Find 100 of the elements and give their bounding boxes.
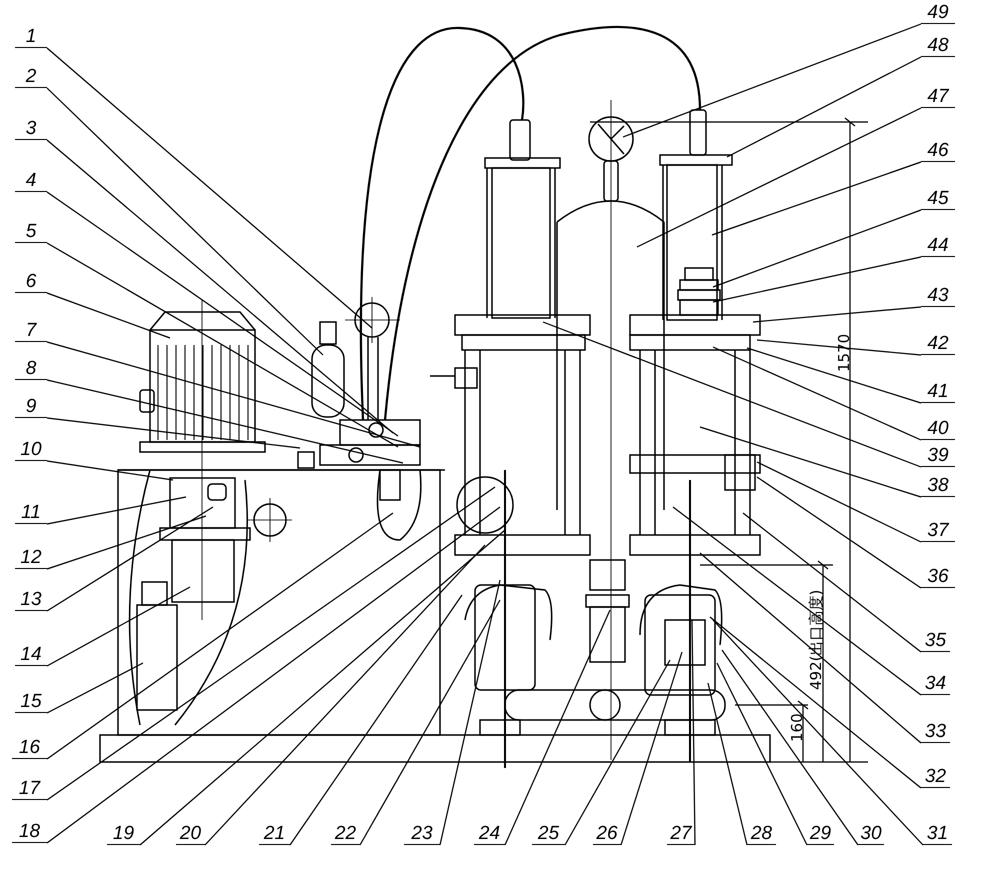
callout-number: 36 — [921, 566, 955, 588]
callout-number: 41 — [921, 381, 955, 403]
leader-line — [700, 426, 922, 498]
callout-number: 42 — [921, 333, 955, 355]
callout-number: 15 — [15, 691, 47, 713]
leader-line — [752, 306, 922, 323]
callout-number: 16 — [12, 737, 47, 759]
callout-number: 1 — [15, 26, 47, 48]
callout-number: 18 — [12, 821, 47, 843]
leader-line — [620, 652, 683, 846]
callout-number: 34 — [921, 673, 950, 695]
leader-line — [710, 616, 922, 788]
leader-line — [756, 476, 922, 588]
leader-line — [204, 544, 486, 846]
leader-line — [712, 209, 922, 288]
dimension-label: 1570 — [836, 334, 852, 372]
callout-number: 3 — [15, 118, 47, 140]
leader-line — [46, 486, 496, 800]
callout-number: 33 — [921, 721, 950, 743]
callout-number: 25 — [532, 823, 565, 845]
leader-line — [716, 662, 808, 846]
leader-line — [46, 662, 144, 714]
leader-line — [746, 347, 922, 404]
callout-number: 29 — [807, 823, 834, 845]
callout-number: 8 — [15, 358, 47, 380]
dimension-label: 160 — [789, 713, 805, 742]
leader-line — [46, 512, 394, 760]
leader-line — [712, 620, 924, 846]
leader-line — [504, 610, 611, 846]
leader-line — [742, 512, 922, 652]
callout-number: 47 — [921, 86, 955, 108]
leader-line — [46, 379, 404, 464]
callout-number: 48 — [921, 35, 955, 57]
callout-number: 4 — [15, 170, 47, 192]
callout-number: 5 — [15, 221, 47, 243]
callout-number: 49 — [921, 2, 955, 24]
callout-number: 45 — [921, 188, 955, 210]
callout-number: 44 — [921, 235, 955, 257]
leader-line — [46, 140, 394, 434]
leader-line — [712, 346, 922, 441]
callout-number: 20 — [176, 823, 205, 845]
leader-line — [672, 506, 922, 696]
leader-line — [46, 496, 186, 525]
callout-number: 12 — [15, 547, 47, 569]
leader-line — [439, 580, 501, 846]
callout-number: 39 — [921, 445, 955, 467]
callout-number: 37 — [921, 520, 955, 542]
leader-line — [726, 56, 922, 158]
callout-number: 22 — [331, 823, 360, 845]
leader-line — [46, 292, 170, 339]
leader-line — [46, 341, 420, 448]
callout-number: 32 — [921, 766, 950, 788]
leader-line — [712, 161, 922, 236]
leader-line — [712, 256, 922, 303]
leader-line — [46, 242, 398, 448]
callout-number: 14 — [15, 644, 47, 666]
callout-number: 28 — [747, 823, 776, 845]
callout-number: 23 — [404, 823, 440, 845]
callout-number: 40 — [921, 418, 955, 440]
callout-number: 2 — [15, 66, 47, 88]
callout-number: 38 — [921, 475, 955, 497]
leader-line — [722, 650, 858, 846]
leader-line — [622, 23, 922, 138]
leader-line — [46, 417, 300, 449]
callout-number: 30 — [858, 823, 884, 845]
callout-number: 24 — [474, 823, 505, 845]
callout-number: 19 — [107, 823, 140, 845]
callout-number: 10 — [15, 439, 47, 461]
callout-number: 11 — [15, 502, 47, 524]
leader-line — [756, 339, 922, 356]
leader-line — [707, 682, 748, 846]
leader-line — [46, 48, 372, 328]
callout-number: 13 — [15, 589, 47, 611]
callout-number: 31 — [923, 823, 952, 845]
callout-number: 35 — [921, 630, 950, 652]
callout-number: 43 — [921, 285, 955, 307]
leader-line — [46, 515, 206, 570]
leader-line — [542, 321, 922, 468]
leader-line — [46, 586, 190, 667]
leader-line — [756, 461, 922, 543]
leader-line — [46, 460, 174, 481]
leader-line — [46, 192, 398, 436]
callout-number: 21 — [259, 823, 290, 845]
leader-line — [46, 506, 214, 612]
leader-line — [140, 530, 506, 846]
leader-line — [290, 594, 462, 846]
callout-number: 46 — [921, 140, 955, 162]
callout-number: 9 — [15, 396, 47, 418]
callout-number: 27 — [667, 823, 695, 845]
leader-line — [46, 506, 500, 844]
leader-line — [46, 88, 324, 356]
leader-line — [359, 600, 501, 846]
leader-line — [700, 552, 922, 744]
callout-number: 17 — [12, 778, 47, 800]
callout-number: 7 — [15, 320, 47, 342]
leader-line — [636, 107, 922, 248]
callout-number: 26 — [593, 823, 621, 845]
leader-line — [564, 660, 671, 846]
callout-number: 6 — [15, 271, 47, 293]
leader-line — [691, 620, 696, 845]
